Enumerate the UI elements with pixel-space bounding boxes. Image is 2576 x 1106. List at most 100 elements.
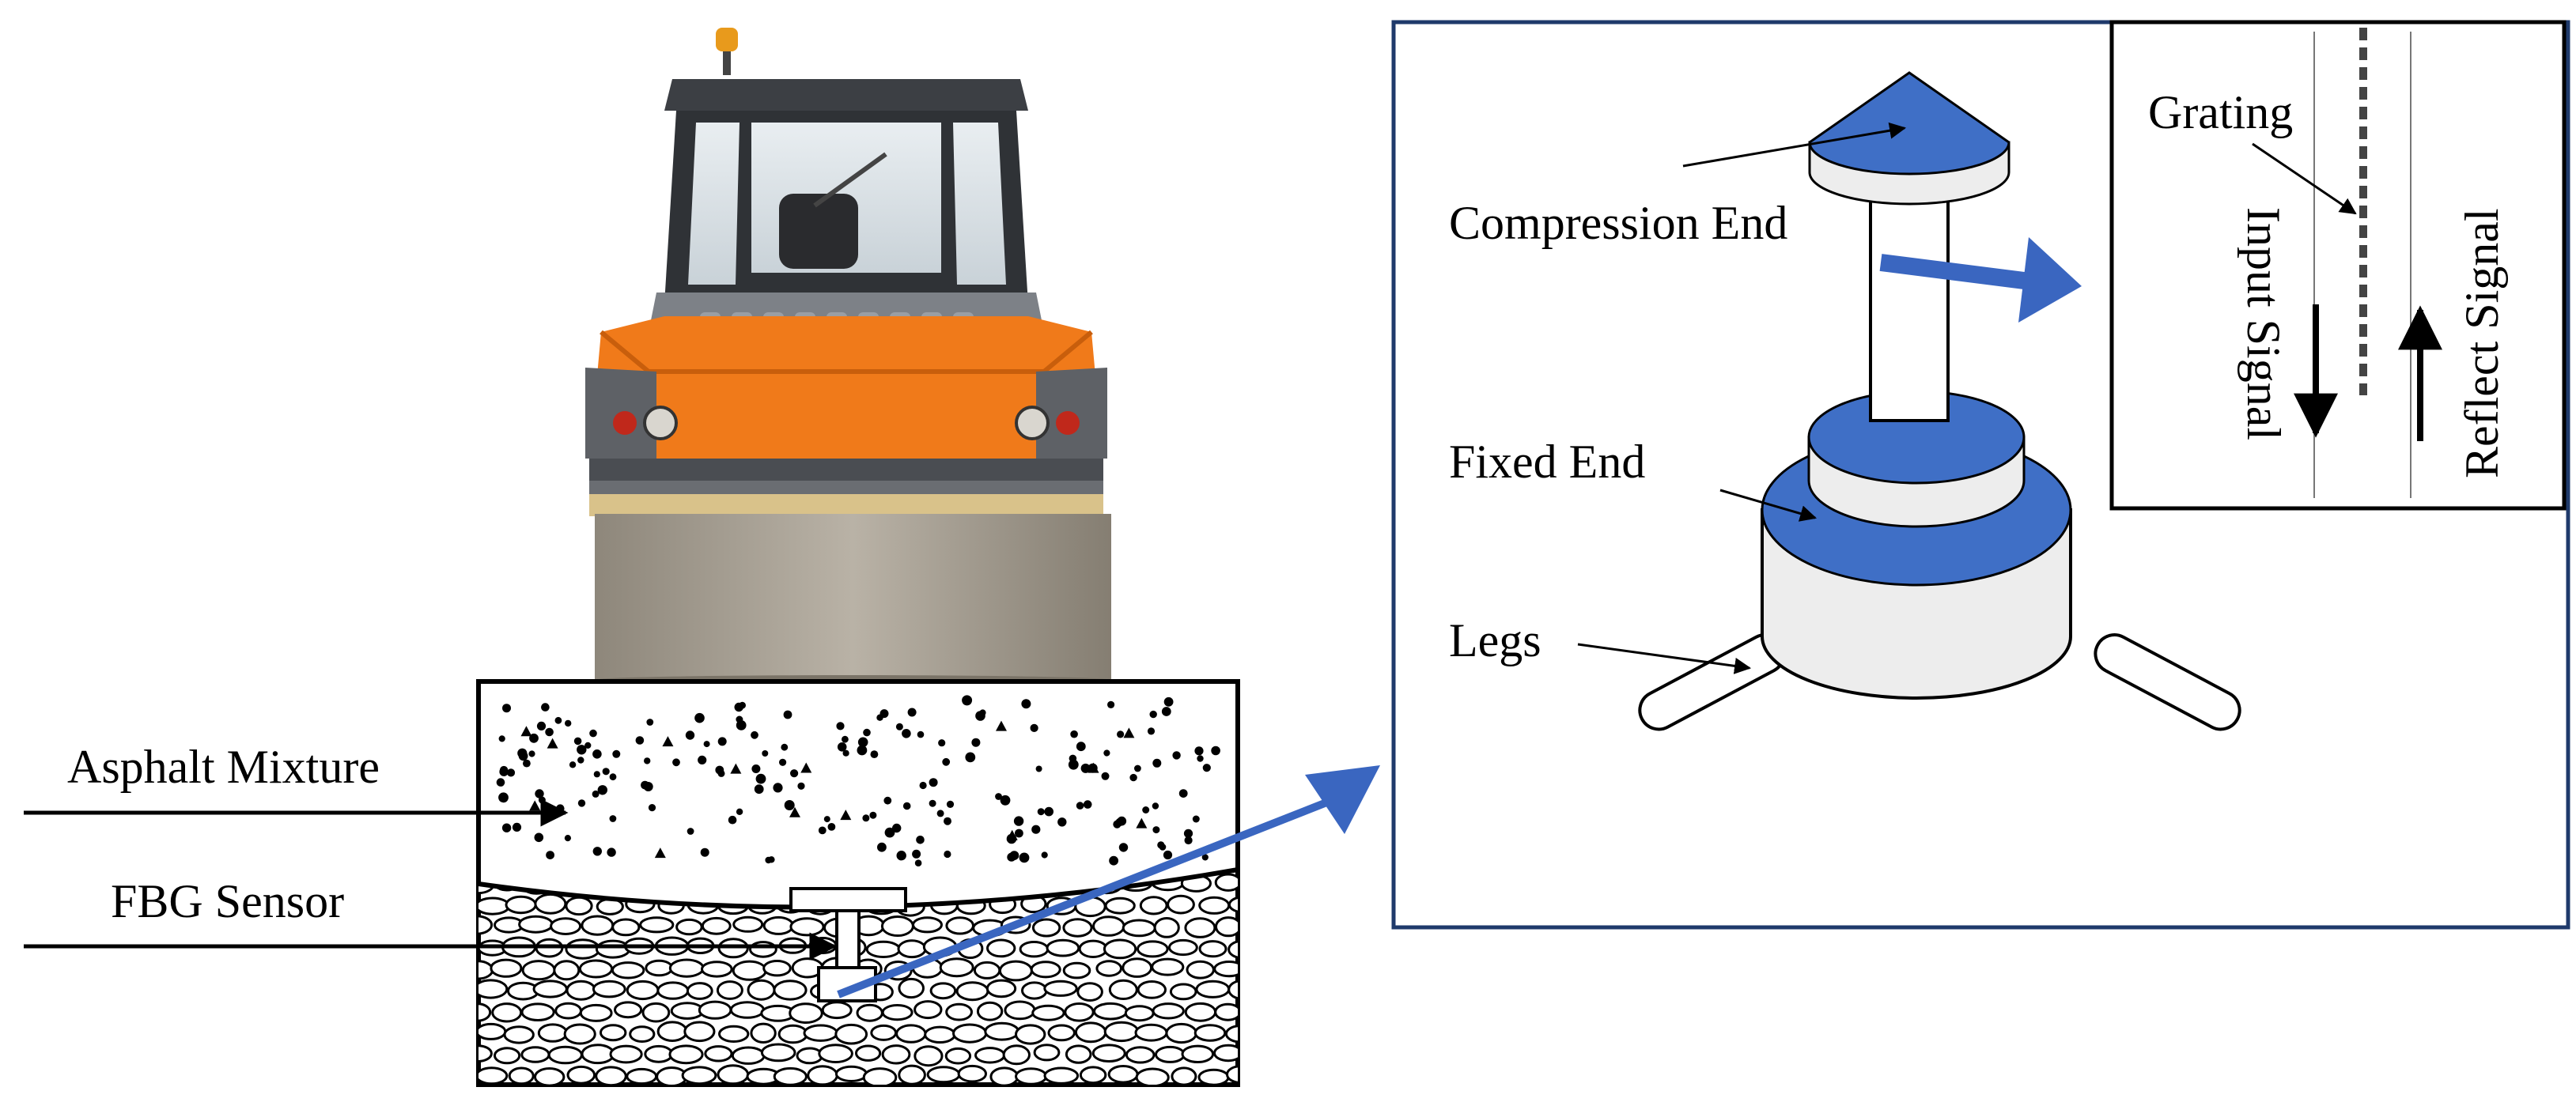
asphalt-particle bbox=[654, 847, 666, 859]
aggregate-stone bbox=[760, 1043, 796, 1063]
aggregate-stone bbox=[704, 1045, 733, 1063]
asphalt-particle bbox=[648, 804, 656, 812]
aggregate-stone bbox=[974, 1047, 1006, 1064]
asphalt-particle bbox=[929, 799, 936, 807]
aggregate-stone bbox=[565, 938, 601, 960]
aggregate-stone bbox=[762, 960, 792, 977]
aggregate-stone bbox=[1134, 1023, 1168, 1042]
asphalt-particle bbox=[1019, 852, 1030, 863]
aggregate-stone bbox=[1002, 1044, 1031, 1066]
asphalt-particle bbox=[755, 773, 766, 784]
asphalt-particle bbox=[529, 800, 541, 811]
asphalt-particle bbox=[565, 719, 572, 727]
aggregate-stone bbox=[479, 979, 509, 999]
aggregate-stone bbox=[803, 1024, 838, 1042]
aggregate-stone bbox=[1152, 1002, 1185, 1020]
zoom-arrow bbox=[837, 765, 1380, 998]
asphalt-particle bbox=[800, 762, 812, 773]
aggregate-stone bbox=[870, 1024, 898, 1041]
aggregate-stone bbox=[479, 1022, 507, 1040]
asphalt-particle bbox=[1142, 806, 1150, 813]
aggregate-stone bbox=[1107, 1065, 1139, 1084]
aggregate-stone bbox=[1184, 917, 1216, 938]
aggregate-stone bbox=[1198, 940, 1227, 958]
asphalt-particle bbox=[1184, 836, 1193, 845]
asphalt-particle bbox=[717, 769, 725, 777]
aggregate-stone bbox=[1214, 873, 1238, 892]
aggregate-stone bbox=[1227, 896, 1238, 914]
asphalt-particle bbox=[644, 757, 651, 764]
asphalt-particle bbox=[1161, 707, 1171, 716]
aggregate-stone bbox=[490, 958, 523, 978]
asphalt-particle bbox=[736, 715, 743, 723]
aggregate-stone bbox=[944, 1047, 972, 1065]
asphalt-particle bbox=[1006, 829, 1018, 840]
asphalt-particle bbox=[1129, 773, 1137, 782]
asphalt-particle bbox=[884, 827, 895, 838]
asphalt-particle bbox=[538, 796, 546, 804]
asphalt-particle bbox=[502, 704, 511, 713]
asphalt-particle bbox=[1157, 841, 1165, 849]
asphalt-particle bbox=[602, 768, 610, 776]
asphalt-particle bbox=[1103, 749, 1110, 757]
asphalt-particle bbox=[1147, 727, 1156, 735]
asphalt-particle bbox=[944, 850, 951, 859]
asphalt-particle bbox=[529, 733, 539, 743]
asphalt-particle bbox=[917, 730, 925, 738]
aggregate-stone bbox=[998, 960, 1033, 982]
aggregate-stone bbox=[1224, 1025, 1238, 1044]
aggregate-stone bbox=[945, 916, 974, 935]
aggregate-stone bbox=[681, 1066, 717, 1085]
aggregate-stone bbox=[683, 1021, 716, 1043]
asphalt-particle bbox=[584, 742, 592, 749]
aggregate-stone bbox=[1171, 1066, 1197, 1085]
asphalt-particle bbox=[773, 783, 783, 793]
aggregate-stone bbox=[750, 1022, 777, 1044]
asphalt-particle bbox=[662, 736, 674, 747]
asphalt-particle bbox=[523, 759, 531, 768]
aggregate-stone bbox=[565, 896, 593, 916]
aggregate-stone bbox=[639, 916, 675, 934]
aggregate-stone bbox=[609, 1044, 643, 1064]
asphalt-particle bbox=[1021, 699, 1031, 709]
aggregate-stone bbox=[668, 958, 705, 978]
aggregate-stone bbox=[957, 1064, 988, 1083]
aggregate-stone bbox=[1031, 1004, 1065, 1021]
aggregate-stone bbox=[986, 938, 1016, 958]
aggregate-stone bbox=[550, 917, 582, 935]
aggregate-stone bbox=[773, 980, 808, 1001]
aggregate-stone bbox=[1184, 1002, 1217, 1022]
embedded-sensor-top bbox=[789, 887, 907, 912]
asphalt-particle bbox=[554, 716, 562, 724]
aggregate-stone bbox=[1181, 1044, 1215, 1064]
aggregate-stone bbox=[985, 979, 1017, 998]
asphalt-particle bbox=[1037, 808, 1045, 816]
aggregate-stone bbox=[656, 981, 690, 1000]
asphalt-particle bbox=[863, 728, 871, 737]
aggregate-stone bbox=[898, 977, 925, 999]
asphalt-particle bbox=[902, 729, 911, 738]
asphalt-particle bbox=[593, 771, 600, 778]
aggregate-stone bbox=[1091, 1044, 1126, 1063]
asphalt-particle bbox=[1109, 855, 1118, 866]
aggregate-stone bbox=[701, 916, 732, 935]
asphalt-particle bbox=[1069, 754, 1077, 763]
aggregate-stone bbox=[479, 1002, 492, 1022]
asphalt-particle bbox=[1013, 816, 1024, 826]
asphalt-particle bbox=[1015, 829, 1023, 838]
asphalt-particle bbox=[857, 745, 868, 756]
aggregate-stone bbox=[881, 1004, 914, 1021]
aggregate-stone bbox=[1139, 896, 1168, 915]
asphalt-particle bbox=[962, 695, 973, 706]
asphalt-particle bbox=[1070, 730, 1078, 738]
aggregate-stone bbox=[862, 1067, 898, 1085]
leader-compression-end bbox=[1682, 122, 1907, 168]
aggregate-stone bbox=[1165, 1022, 1197, 1044]
asphalt-particle bbox=[840, 810, 852, 821]
asphalt-particle bbox=[1194, 746, 1204, 756]
asphalt-particle bbox=[1192, 815, 1200, 823]
fixed-end bbox=[1761, 390, 2072, 700]
asphalt-particle bbox=[1197, 755, 1204, 762]
asphalt-particle bbox=[535, 789, 544, 798]
sensor-shaft bbox=[1869, 182, 1950, 422]
